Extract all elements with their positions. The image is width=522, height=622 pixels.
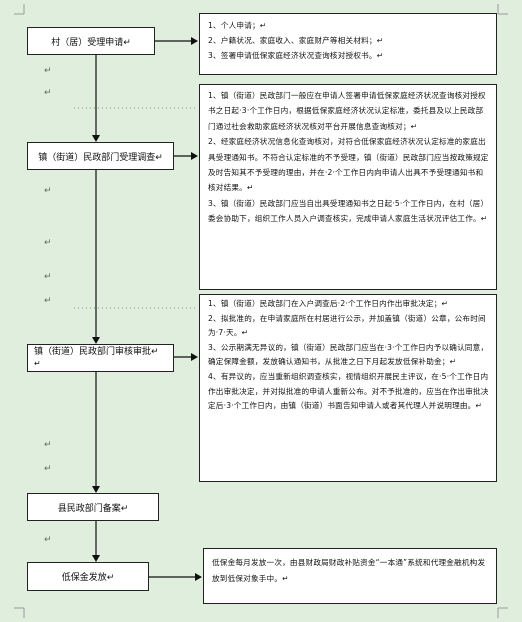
corner-mark-top-left — [14, 4, 25, 15]
step5-label: 低保金发放↵ — [61, 573, 115, 583]
step2-label: 镇（街道）民政部门受理调查↵ — [38, 152, 163, 163]
step5-detail-1: 低保金每月发放一次，由县财政局财政补贴资金“一本通”系统和代理金融机构发放到低保… — [212, 558, 486, 583]
margin-mark: ↵ — [44, 66, 52, 76]
step1-detail-box: 1、个人申请；↵ 2、户籍状况、家庭收入、家庭财产等相关材料；↵ 3、签署申请低… — [199, 13, 497, 75]
corner-mark-top-right — [497, 4, 508, 15]
step3-box: 镇（街道）民政部门审核审批↵ ↵ — [27, 344, 174, 372]
step1-detail-3: 3、签署申请低保家庭经济状况查询核对授权书。↵ — [208, 51, 384, 60]
corner-mark-bottom-right — [497, 607, 508, 618]
arrow-2-3-head — [92, 337, 100, 344]
step5-box: 低保金发放↵ — [27, 562, 149, 591]
step1-detail-1: 1、个人申请；↵ — [208, 21, 267, 30]
margin-mark: ↵ — [44, 535, 52, 545]
corner-mark-bottom-left — [14, 607, 25, 618]
step3-detail-3: 3、公示期满无异议的，镇（街道）民政部门应当在·3·个工作日内予以确认同意，确定… — [208, 342, 489, 367]
margin-mark: ↵ — [44, 186, 52, 196]
step3-detail-box: 1、镇（街道）民政部门在入户调查后·2·个工作日内作出审批决定；↵ 2、拟批准的… — [199, 294, 497, 482]
arrow-detail-5-head — [195, 573, 202, 581]
margin-mark: ↵ — [44, 272, 52, 282]
step2-detail-1: 1、镇（街道）民政部门一般应在申请人签署申请低保家庭经济状况查询核对授权书之日起… — [208, 91, 486, 131]
step4-box: 县民政部门备案↵ — [27, 493, 159, 521]
step2-detail-3: 3、镇（街道）民政部门应当自出具受理通知书之日起·5·个工作日内，在村（居）委会… — [208, 198, 489, 224]
step1-box: 村（居）受理申请↵ — [27, 27, 155, 55]
margin-mark: ↵ — [44, 464, 52, 474]
arrow-4-5-head — [92, 555, 100, 562]
step5-detail-box: 低保金每月发放一次，由县财政局财政补贴资金“一本通”系统和代理金融机构发放到低保… — [203, 548, 497, 604]
step1-label: 村（居）受理申请↵ — [51, 37, 131, 48]
margin-mark: ↵ — [44, 238, 52, 248]
arrow-detail-2-head — [191, 152, 198, 160]
step2-detail-2: 2、经家庭经济状况信息化查询核对，对符合低保家庭经济状况认定标准的家庭出具受理通… — [208, 137, 489, 193]
arrow-detail-3-head — [191, 353, 198, 361]
arrow-detail-1-head — [191, 37, 198, 45]
step2-detail-box: 1、镇（街道）民政部门一般应在申请人签署申请低保家庭经济状况查询核对授权书之日起… — [199, 84, 497, 290]
step3-detail-4: 4、有异议的，应当重新组织调查核实，视情组织开展民主评议，在·5·个工作日内作出… — [208, 371, 489, 411]
margin-mark: ↵ — [44, 440, 52, 450]
arrow-3-4-head — [92, 486, 100, 493]
step3-label-suffix: ↵ — [34, 359, 41, 368]
step4-label: 县民政部门备案↵ — [57, 503, 129, 514]
step2-box: 镇（街道）民政部门受理调查↵ — [27, 142, 174, 170]
step3-label: 镇（街道）民政部门审核审批↵ — [34, 347, 159, 357]
margin-mark: ↵ — [44, 296, 52, 306]
step3-detail-1: 1、镇（街道）民政部门在入户调查后·2·个工作日内作出审批决定；↵ — [208, 299, 449, 308]
step3-detail-2: 2、拟批准的，在申请家庭所在村居进行公示，并加盖镇（街道）公章，公布时间为·7·… — [208, 313, 486, 338]
margin-mark: ↵ — [44, 88, 52, 98]
arrow-1-2-head — [92, 135, 100, 142]
step1-detail-2: 2、户籍状况、家庭收入、家庭财产等相关材料；↵ — [208, 36, 384, 45]
